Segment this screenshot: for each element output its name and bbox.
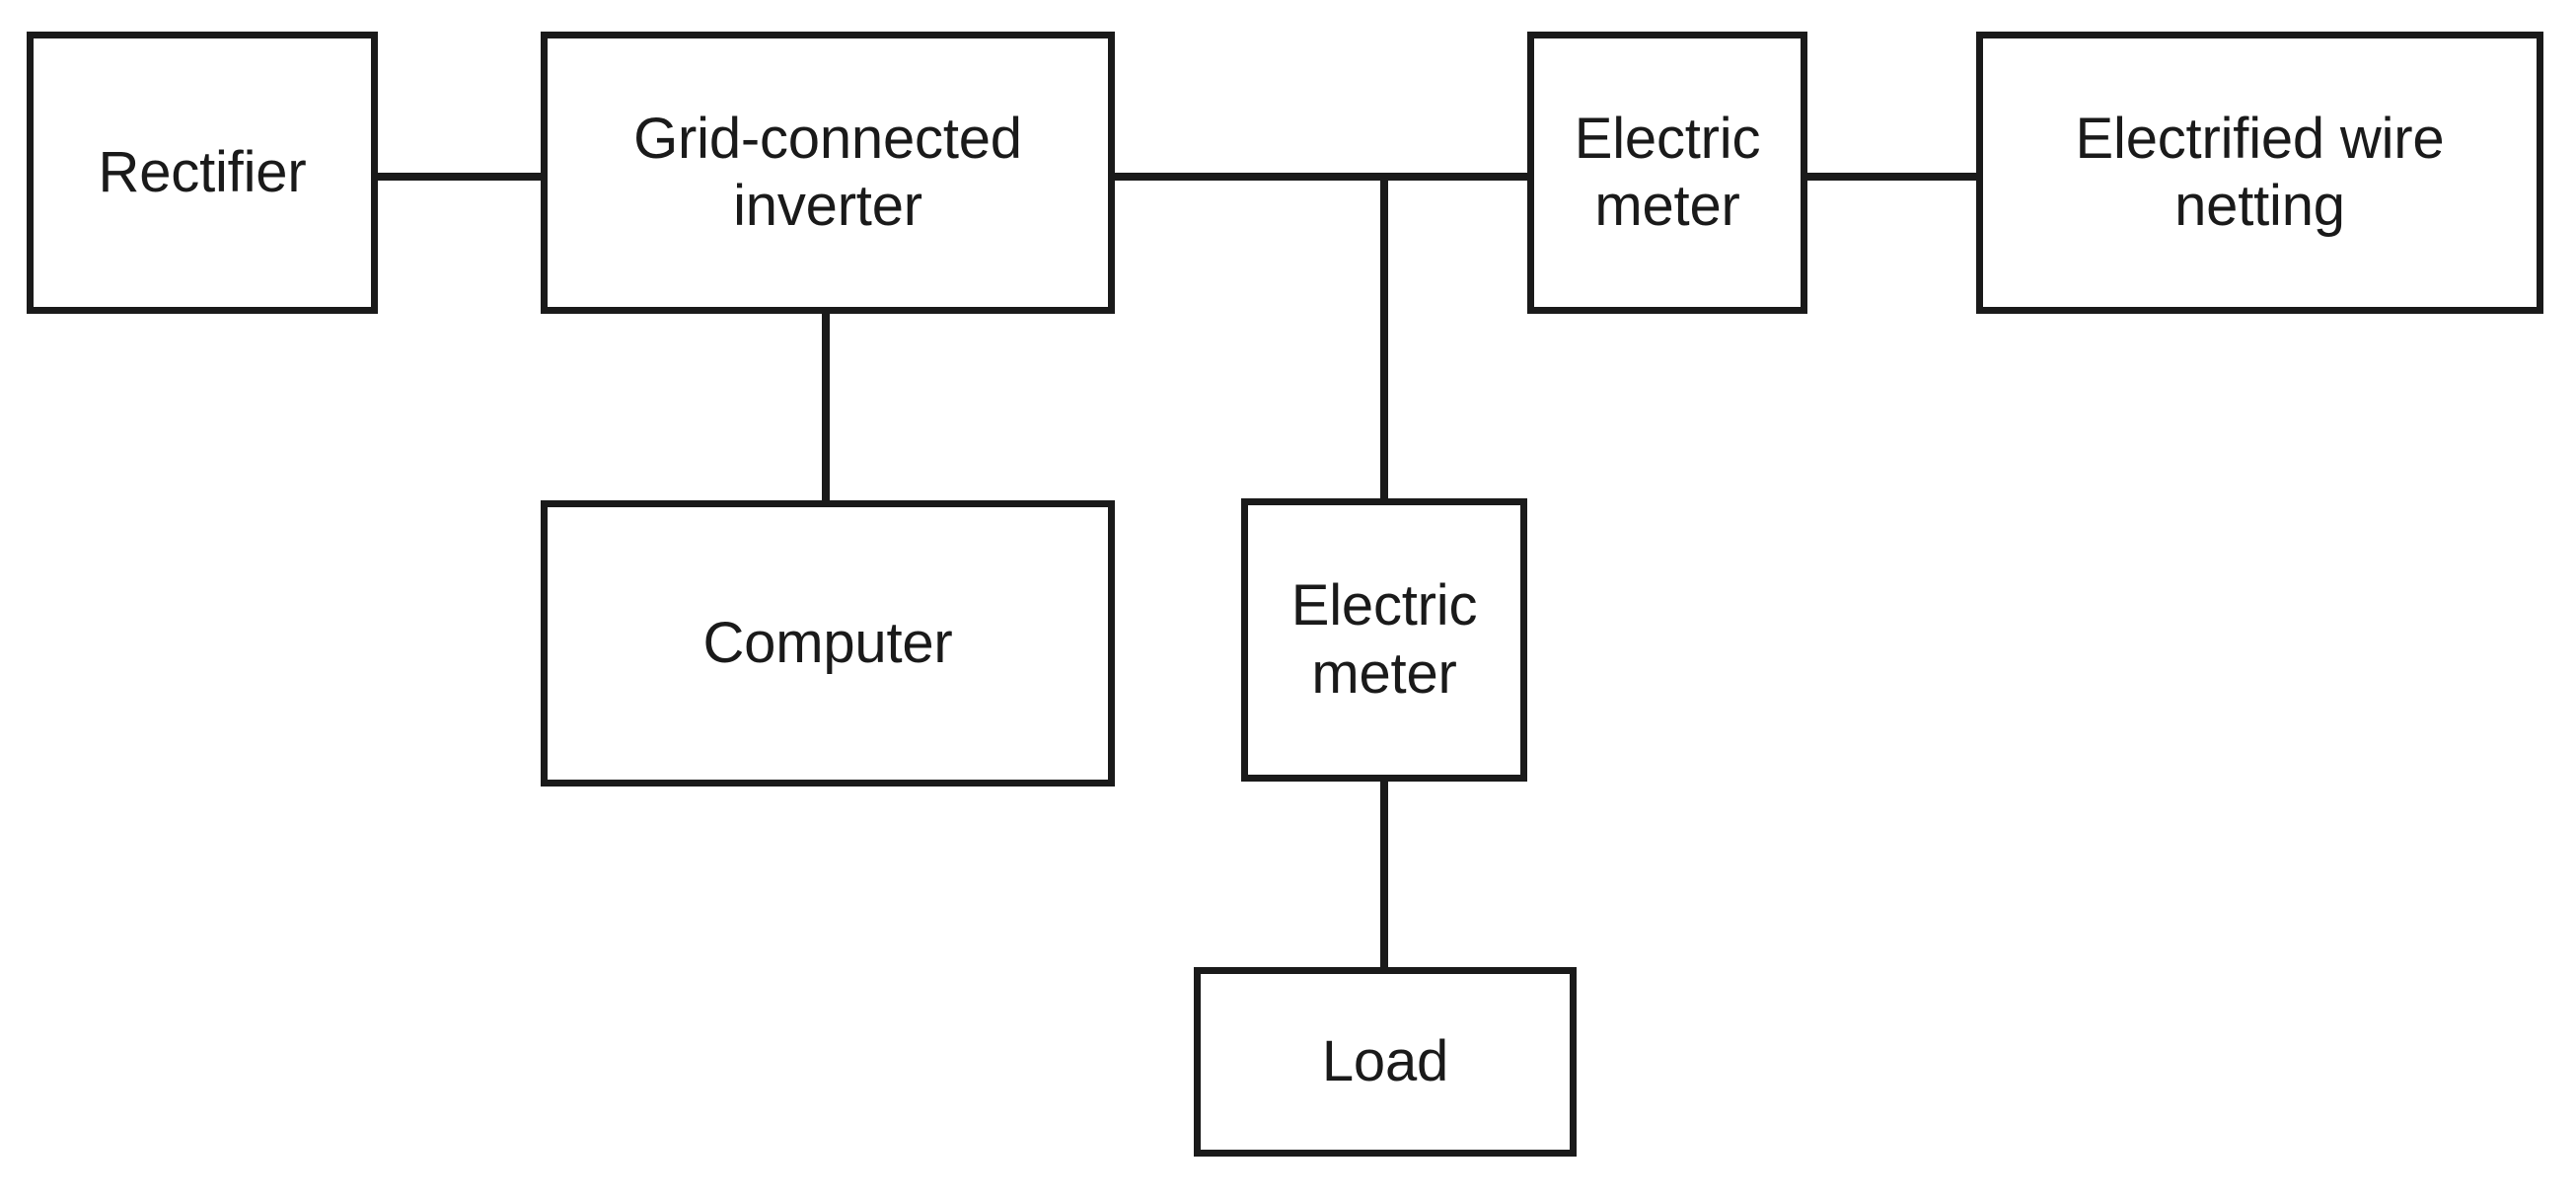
node-label-electric-meter-mid: Electric meter: [1290, 573, 1478, 706]
node-electrified-wire-netting[interactable]: Electrified wire netting: [1976, 32, 2543, 314]
node-rectifier[interactable]: Rectifier: [27, 32, 378, 314]
node-computer[interactable]: Computer: [541, 500, 1115, 787]
node-label-computer: Computer: [702, 610, 953, 675]
connector-meter-top-to-netting: [1807, 173, 1977, 181]
connector-meter-mid-to-load: [1380, 780, 1388, 970]
node-label-rectifier: Rectifier: [98, 139, 307, 204]
node-label-grid-connected-inverter: Grid-connected inverter: [633, 106, 1022, 238]
node-electric-meter-top[interactable]: Electric meter: [1527, 32, 1807, 314]
node-label-electric-meter-top: Electric meter: [1574, 106, 1761, 238]
node-grid-connected-inverter[interactable]: Grid-connected inverter: [541, 32, 1115, 314]
connector-trunk-to-meter-mid: [1380, 176, 1388, 501]
node-load[interactable]: Load: [1194, 967, 1577, 1157]
node-label-load: Load: [1321, 1028, 1449, 1093]
connector-inverter-to-meter-top: [1115, 173, 1528, 181]
connector-inverter-to-computer: [822, 314, 830, 503]
connector-rectifier-to-inverter: [378, 173, 542, 181]
node-label-electrified-wire-netting: Electrified wire netting: [2075, 106, 2445, 238]
node-electric-meter-mid[interactable]: Electric meter: [1241, 498, 1527, 782]
